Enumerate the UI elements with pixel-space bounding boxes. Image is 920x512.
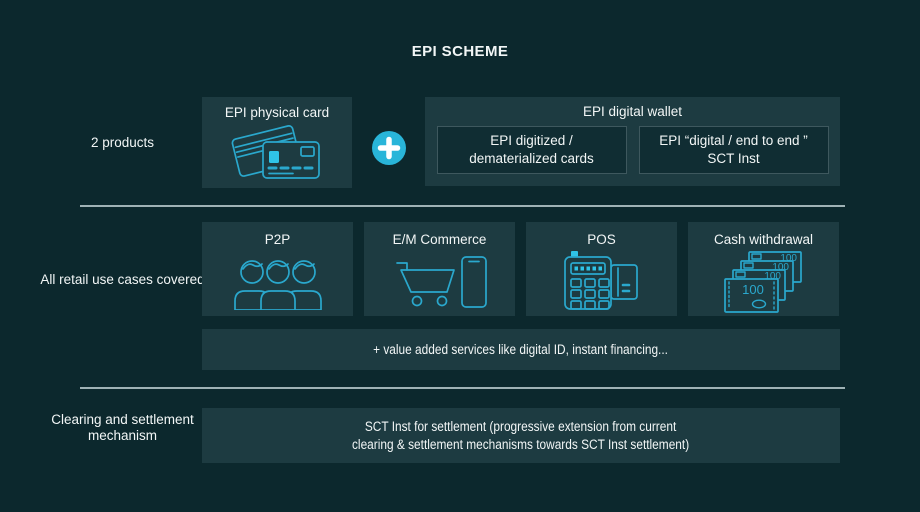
wallet-item-line: dematerialized cards	[469, 151, 594, 166]
svg-text:100: 100	[772, 262, 789, 273]
cart-phone-icon	[395, 256, 487, 308]
wallet-item-line: EPI digitized /	[490, 133, 573, 148]
wallet-item-digitized-cards: EPI digitized / dematerialized cards	[436, 126, 627, 174]
use-case-label: P2P	[264, 232, 291, 247]
plus-icon	[372, 131, 406, 165]
svg-text:100: 100	[780, 253, 797, 264]
digital-wallet-box: EPI digital wallet EPI digitized / demat…	[425, 97, 840, 186]
settlement-box: SCT Inst for settlement (progressive ext…	[202, 408, 840, 463]
digital-wallet-items: EPI digitized / dematerialized cards EPI…	[425, 126, 840, 174]
use-case-cash-withdrawal: Cash withdrawal 100 100 100	[688, 222, 839, 316]
svg-text:100: 100	[742, 282, 764, 297]
wallet-item-line: SCT Inst	[707, 151, 760, 166]
use-case-label: Cash withdrawal	[713, 232, 814, 247]
row-label-settlement: Clearing and settlement mechanism	[51, 412, 194, 443]
physical-card-title: EPI physical card	[224, 105, 330, 120]
use-case-p2p: P2P	[202, 222, 353, 316]
row-label-products: 2 products	[90, 135, 155, 150]
divider	[80, 387, 845, 389]
payment-cards-icon	[231, 125, 320, 179]
physical-card-box: EPI physical card	[202, 97, 352, 188]
use-case-em-commerce: E/M Commerce	[364, 222, 515, 316]
value-added-services-box: + value added services like digital ID, …	[202, 329, 840, 370]
people-icon	[233, 260, 322, 310]
row-label-use-cases: All retail use cases covered	[40, 272, 205, 287]
divider	[80, 205, 845, 207]
page-title: EPI SCHEME	[411, 43, 509, 60]
use-case-pos: POS	[526, 222, 677, 316]
svg-text:100: 100	[764, 271, 781, 282]
banknotes-icon: 100 100 100 100	[723, 251, 802, 313]
use-case-row: P2P E/M Commerce	[202, 222, 840, 316]
use-case-label: POS	[587, 232, 616, 247]
wallet-item-sct-inst: EPI “digital / end to end ” SCT Inst	[638, 126, 829, 174]
settlement-line: SCT Inst for settlement (progressive ext…	[365, 419, 677, 434]
digital-wallet-title: EPI digital wallet	[582, 104, 683, 119]
settlement-line: clearing & settlement mechanisms towards…	[352, 436, 690, 452]
use-case-label: E/M Commerce	[392, 232, 487, 247]
settlement-text: SCT Inst for settlement (progressive ext…	[352, 418, 689, 453]
wallet-item-line: EPI “digital / end to end ”	[659, 133, 808, 148]
pos-terminal-icon	[563, 251, 638, 310]
value-added-text: + value added services like digital ID, …	[373, 342, 669, 357]
